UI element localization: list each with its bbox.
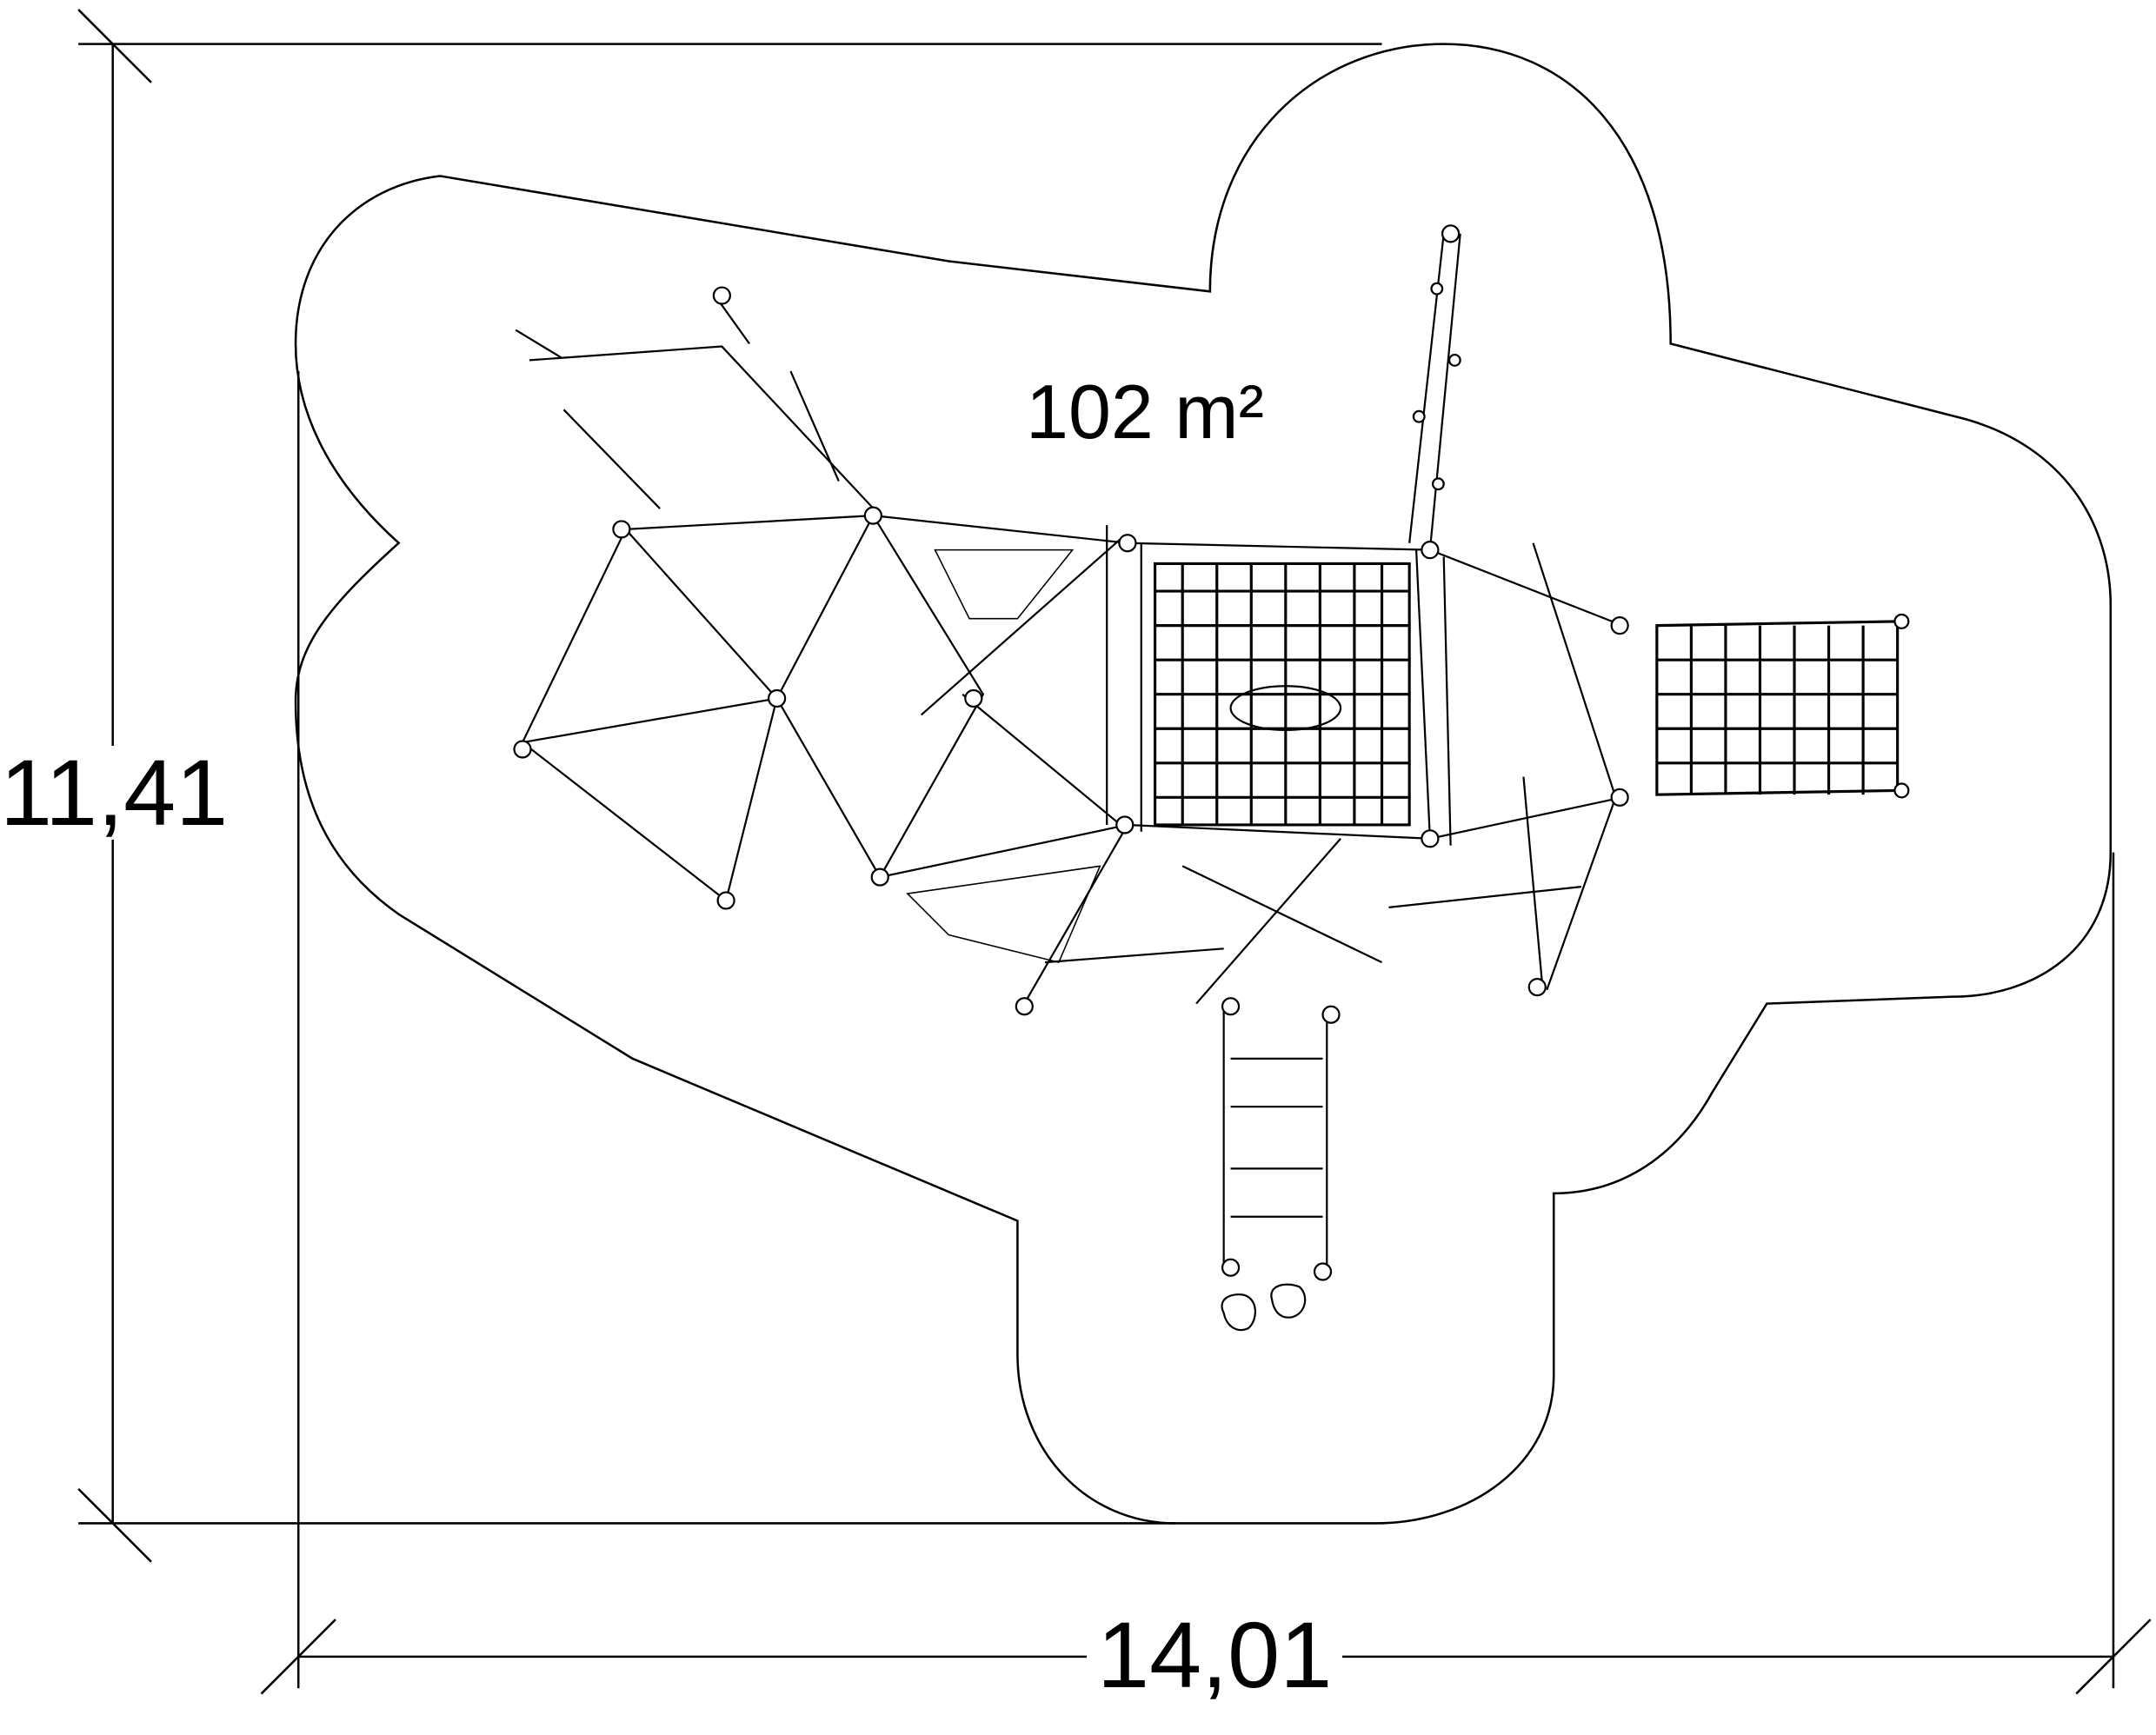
cargo-net-right — [1655, 620, 1900, 796]
play-structure — [513, 224, 1910, 1332]
ladder — [1222, 1010, 1328, 1272]
width-dimension-label: 14,01 — [1087, 1608, 1343, 1702]
cargo-net-center — [1153, 562, 1411, 827]
area-label: 102 m² — [1026, 369, 1264, 455]
height-dimension-label: 11,41 — [0, 740, 229, 845]
safety-zone-outline — [294, 43, 2113, 1525]
stepping-stones — [1221, 1283, 1307, 1332]
dimension-lines — [77, 9, 2152, 1695]
